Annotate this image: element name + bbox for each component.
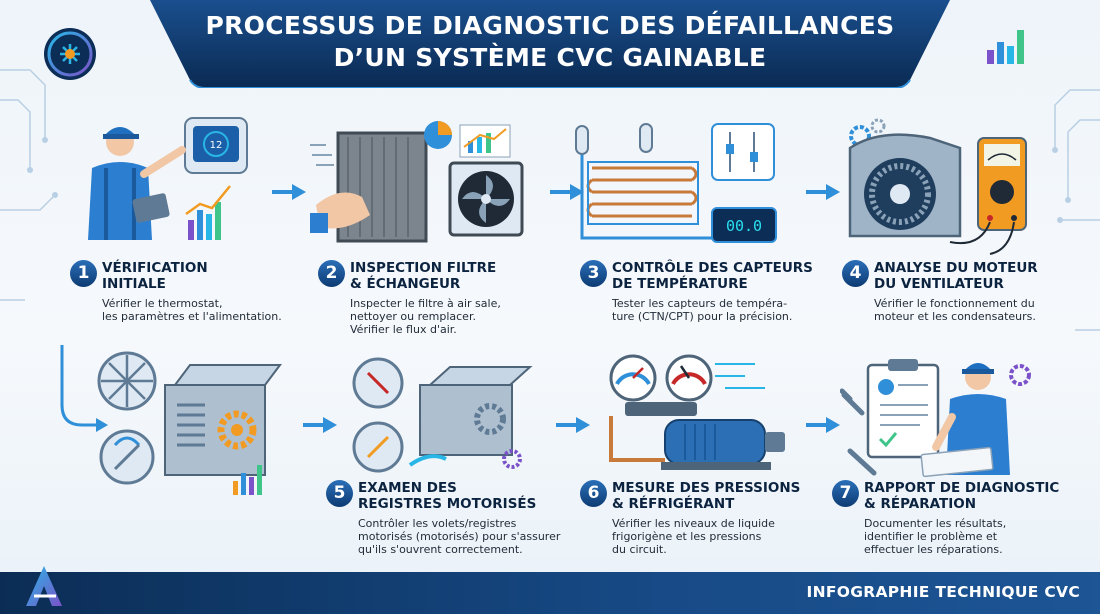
technician-report-illustration — [840, 359, 1031, 478]
duct-box-icon — [164, 384, 266, 476]
step-title: INSPECTION FILTRE & ÉCHANGEUR — [350, 260, 497, 292]
bar-chart-icon — [233, 481, 238, 495]
svg-text:12: 12 — [210, 140, 223, 151]
step-title: VÉRIFICATION INITIALE — [102, 260, 208, 292]
step-description: Inspecter le filtre à air sale, nettoyer… — [350, 297, 501, 336]
step-number: 5 — [326, 480, 353, 507]
step-6: 6 MESURE DES PRESSIONS & RÉFRIGÉRANT Vér… — [580, 480, 820, 556]
sensor-probe-icon — [575, 125, 589, 155]
flow-arrow-5-next-icon — [303, 417, 337, 433]
step-description: Vérifier les niveaux de liquide frigorig… — [612, 517, 775, 556]
digital-display-icon — [711, 207, 777, 243]
motorized-dampers-illustration — [352, 357, 533, 473]
flow-arrow-6-7-icon — [806, 417, 840, 433]
footer-bar — [0, 572, 1100, 614]
flow-arrow-1-2-icon — [272, 184, 306, 200]
gear-icon — [1009, 364, 1031, 386]
title-banner: PROCESSUS DE DIAGNOSTIC DES DÉFAILLANCES… — [150, 0, 950, 88]
step-3: 3 CONTRÔLE DES CAPTEURS DE TEMPÉRATURE T… — [580, 260, 820, 323]
pressure-gauges-compressor-illustration — [609, 354, 785, 470]
step-number: 3 — [580, 260, 607, 287]
step-number: 4 — [842, 260, 869, 287]
flow-arrow-2-3-icon — [550, 184, 584, 200]
brand-logo-icon — [44, 28, 96, 80]
step-2: 2 INSPECTION FILTRE & ÉCHANGEUR Inspecte… — [318, 260, 538, 336]
step-description: Tester les capteurs de tempéra- ture (CT… — [612, 297, 793, 323]
technician-thermostat-illustration: 12 — [88, 117, 248, 240]
wrench-icon — [840, 388, 865, 416]
title-banner-shape — [150, 0, 950, 88]
step-number: 7 — [832, 480, 859, 507]
step-title: EXAMEN DES REGISTRES MOTORISÉS — [358, 480, 537, 512]
step-description: Vérifier le fonctionnement du moteur et … — [874, 297, 1036, 323]
step-title: MESURE DES PRESSIONS & RÉFRIGÉRANT — [612, 480, 801, 512]
clipboard-icon — [866, 363, 940, 459]
step-number: 1 — [70, 260, 97, 287]
step-description: Documenter les résultats, identifier le … — [864, 517, 1007, 556]
step-1: 1 VÉRIFICATION INITIALE Vérifier le ther… — [70, 260, 290, 323]
gear-icon — [217, 410, 257, 450]
step-number: 2 — [318, 260, 345, 287]
flow-arrow-5-6-icon — [556, 417, 590, 433]
step-title: RAPPORT DE DIAGNOSTIC & RÉPARATION — [864, 480, 1060, 512]
blower-multimeter-illustration — [848, 118, 1027, 255]
step-number: 6 — [580, 480, 607, 507]
step-title: ANALYSE DU MOTEUR DU VENTILATEUR — [874, 260, 1038, 292]
step-title: CONTRÔLE DES CAPTEURS DE TEMPÉRATURE — [612, 260, 813, 292]
duct-damper-illustration — [97, 351, 282, 495]
air-filter-fan-illustration — [310, 121, 524, 243]
title-line-2: D’UN SYSTÈME CVC GAINABLE — [333, 43, 767, 72]
title-line-1: PROCESSUS DE DIAGNOSTIC DES DÉFAILLANCES — [205, 11, 895, 40]
thermometer-panel-icon — [711, 123, 775, 181]
temperature-sensors-illustration: 00.0 — [575, 123, 777, 243]
flow-arrow-3-4-icon — [806, 184, 840, 200]
step-description: Vérifier le thermostat, les paramètres e… — [102, 297, 282, 323]
airflow-icon — [310, 144, 334, 166]
step-description: Contrôler les volets/registres motorisés… — [358, 517, 561, 556]
bar-chart-icon — [987, 30, 1024, 64]
line-chart-icon — [459, 124, 511, 158]
step-5: 5 EXAMEN DES REGISTRES MOTORISÉS Contrôl… — [326, 480, 566, 556]
damper-box-icon — [419, 384, 513, 456]
display-readout: 00.0 — [726, 217, 762, 235]
footer-label: INFOGRAPHIE TECHNIQUE CVC — [806, 583, 1080, 601]
step-4: 4 ANALYSE DU MOTEUR DU VENTILATEUR Vérif… — [842, 260, 1072, 323]
footer-logo-icon — [26, 566, 62, 606]
step-7: 7 RAPPORT DE DIAGNOSTIC & RÉPARATION Doc… — [832, 480, 1072, 556]
